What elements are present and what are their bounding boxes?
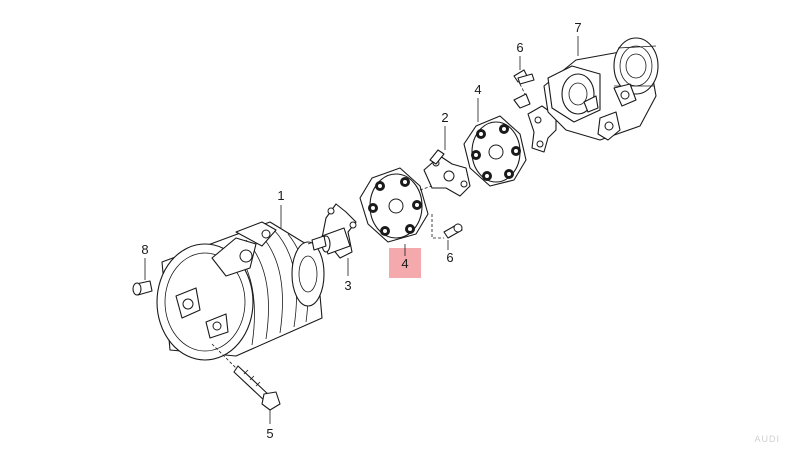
part-2-flange[interactable] xyxy=(419,126,471,197)
callout-6-upper: 6 xyxy=(516,40,523,55)
part-8-cap[interactable] xyxy=(132,258,153,296)
part-3-flange[interactable] xyxy=(307,203,357,276)
part-4-coupling-lower[interactable] xyxy=(359,167,429,256)
callout-5: 5 xyxy=(266,426,273,441)
callout-1: 1 xyxy=(277,188,284,203)
part-6-screw-upper[interactable] xyxy=(513,56,535,101)
part-1-compressor[interactable] xyxy=(156,205,325,361)
part-6-screw-lower[interactable] xyxy=(431,214,463,250)
callout-7: 7 xyxy=(574,20,581,35)
part-5-bolt[interactable] xyxy=(211,343,281,424)
callout-8: 8 xyxy=(141,242,148,257)
watermark: AUDI xyxy=(754,434,780,444)
callout-6-lower: 6 xyxy=(446,250,453,265)
callout-4-upper: 4 xyxy=(474,82,481,97)
callout-4-highlighted: 4 xyxy=(401,256,408,271)
part-4-coupling-upper[interactable] xyxy=(463,98,527,187)
callout-2: 2 xyxy=(441,110,448,125)
callout-3: 3 xyxy=(344,278,351,293)
part-7-pump[interactable] xyxy=(513,36,659,153)
